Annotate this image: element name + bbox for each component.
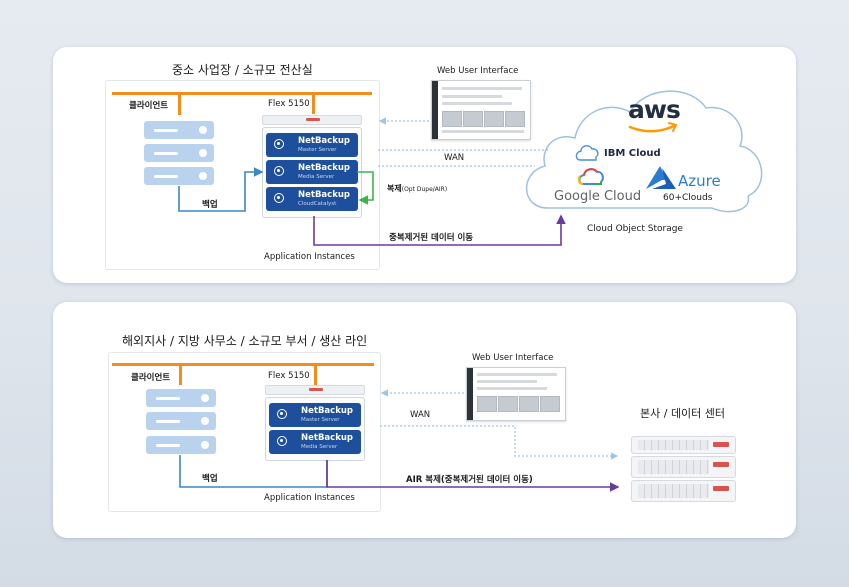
replication-label: 복제(Opt Dupe/AIR) [387, 183, 447, 194]
instances-label: Application Instances [264, 493, 355, 503]
client-label: 클라이언트 [131, 373, 171, 383]
client-label: 클라이언트 [129, 101, 169, 111]
instances-label: Application Instances [264, 252, 355, 262]
backup-label: 백업 [202, 474, 218, 484]
web-ui-screenshot [466, 367, 566, 421]
netbackup-role: Media Server [298, 174, 335, 180]
flex-appliance-bezel [265, 385, 365, 395]
replication-text: 복제 [387, 184, 402, 193]
ibm-cloud-text: Cloud [628, 148, 661, 159]
web-ui-label: Web User Interface [472, 353, 554, 363]
datacenter-rack [631, 436, 736, 454]
network-bus [112, 363, 374, 366]
netbackup-name: NetBackup [298, 136, 350, 146]
replication-subtext: (Opt Dupe/AIR) [401, 186, 448, 193]
netbackup-role: CloudCatalyst [298, 201, 337, 207]
datacenter-rack [631, 480, 736, 502]
dedup-label: 중복제거된 데이터 이동 [389, 233, 474, 243]
netbackup-logo-icon [274, 166, 284, 176]
ibm-text: IBM [604, 148, 626, 159]
network-bus [112, 92, 372, 95]
client-network-drop [178, 92, 181, 115]
netbackup-logo-icon [277, 409, 287, 419]
aws-logo: aws [628, 95, 681, 124]
web-ui-label: Web User Interface [437, 66, 519, 76]
backup-label: 백업 [202, 200, 218, 210]
netbackup-cloudcatalyst: NetBackup CloudCatalyst [266, 187, 358, 211]
hq-datacenter-label: 본사 / 데이터 센터 [640, 407, 726, 420]
netbackup-master-server: NetBackup Master Server [266, 133, 358, 157]
client-server [146, 412, 216, 430]
cloud-storage-label: Cloud Object Storage [587, 224, 683, 234]
flex-appliance-bezel [262, 115, 362, 125]
datacenter-rack [631, 456, 736, 478]
netbackup-logo-icon [277, 436, 287, 446]
appliance-label: Flex 5150 [268, 371, 310, 381]
netbackup-master-server: NetBackup Master Server [269, 403, 361, 427]
netbackup-role: Master Server [301, 417, 340, 423]
wan-label: WAN [410, 410, 431, 420]
client-server [144, 121, 214, 139]
client-server [144, 167, 214, 185]
netbackup-name: NetBackup [301, 433, 353, 443]
netbackup-role: Media Server [301, 444, 338, 450]
ibm-label: IBM Cloud [604, 148, 661, 159]
client-server [146, 389, 216, 407]
azure-label: Azure [678, 172, 721, 190]
netbackup-role: Master Server [298, 147, 337, 153]
wan-label: WAN [444, 153, 465, 163]
panel2-title: 해외지사 / 지방 사무소 / 소규모 부서 / 생산 라인 [122, 334, 368, 348]
netbackup-name: NetBackup [298, 163, 350, 173]
netbackup-name: NetBackup [298, 190, 350, 200]
netbackup-media-server: NetBackup Media Server [269, 430, 361, 454]
client-server [146, 436, 216, 454]
appliance-label: Flex 5150 [268, 99, 310, 109]
netbackup-media-server: NetBackup Media Server [266, 160, 358, 184]
netbackup-logo-icon [274, 193, 284, 203]
client-server [144, 144, 214, 162]
netbackup-name: NetBackup [301, 406, 353, 416]
more-clouds-label: 60+Clouds [663, 193, 713, 203]
appliance-network-drop [314, 363, 317, 385]
panel1-title: 중소 사업장 / 소규모 전산실 [172, 63, 313, 77]
appliance-network-drop [312, 92, 315, 114]
client-network-drop [179, 363, 182, 385]
air-replication-label: AIR 복제(중복제거된 데이터 이동) [406, 475, 533, 485]
google-cloud-label: Google Cloud [554, 189, 642, 204]
netbackup-logo-icon [274, 139, 284, 149]
web-ui-screenshot [431, 80, 531, 140]
